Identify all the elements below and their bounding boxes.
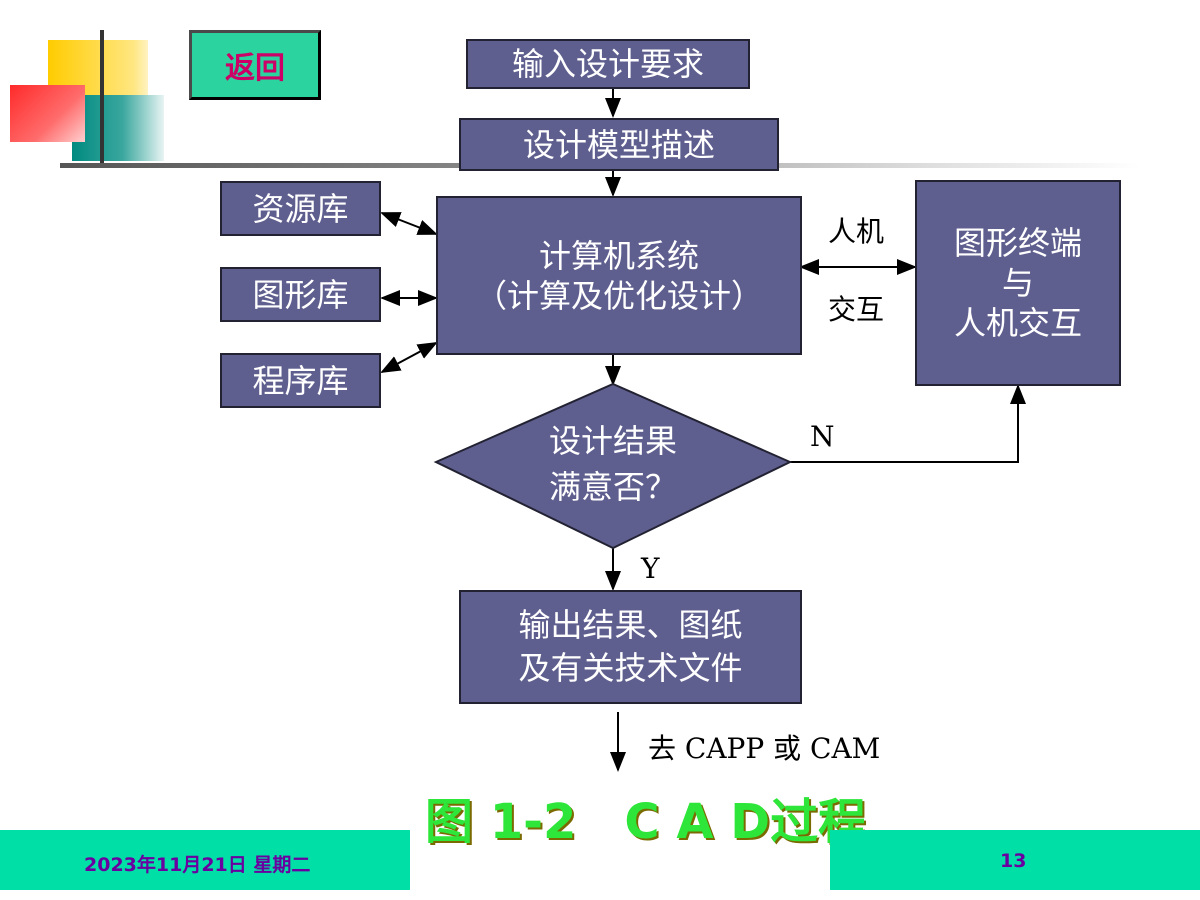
output-line2: 及有关技术文件 — [518, 649, 743, 687]
decision-line2: 满意否？ — [548, 468, 677, 507]
footer-left-bar — [0, 830, 410, 890]
decision-diamond-shape — [433, 382, 793, 550]
back-button[interactable]: 返回 — [189, 30, 321, 100]
arrow-program-computer — [380, 342, 438, 373]
graphics-library-label: 图形库 — [252, 275, 349, 314]
terminal-line3: 人机交互 — [953, 304, 1082, 342]
edge-label-yes: Y — [641, 552, 660, 585]
computer-system-line2: （计算及优化设计） — [474, 276, 763, 315]
terminal-line1: 图形终端 — [953, 224, 1082, 262]
node-model-label: 设计模型描述 — [522, 125, 715, 164]
footer-page-number: 13 — [1000, 850, 1027, 872]
logo-vertical-line — [100, 30, 104, 168]
node-decision-text: 设计结果 满意否？ — [500, 418, 726, 518]
node-input-label: 输入设计要求 — [511, 45, 704, 83]
node-computer-system: 计算机系统 （计算及优化设计） — [436, 196, 802, 355]
edge-label-hci-bottom: 交互 — [828, 293, 885, 326]
output-line1: 输出结果、图纸 — [518, 605, 743, 644]
node-resource-library: 资源库 — [220, 181, 381, 236]
node-output-results: 输出结果、图纸 及有关技术文件 — [459, 590, 802, 704]
logo-red-square — [10, 85, 85, 142]
node-graphics-library: 图形库 — [220, 267, 381, 322]
node-graphics-terminal: 图形终端 与 人机交互 — [915, 180, 1121, 386]
edge-label-next: 去 CAPP 或 CAM — [648, 732, 881, 765]
edge-label-hci-top: 人机 — [828, 215, 885, 248]
resource-library-label: 资源库 — [252, 189, 349, 228]
program-library-label: 程序库 — [252, 361, 349, 400]
node-input-requirements: 输入设计要求 — [466, 39, 750, 89]
arrow-resource-computer — [380, 212, 438, 235]
computer-system-line1: 计算机系统 — [538, 236, 699, 275]
footer-right-bar — [830, 830, 1200, 890]
decision-line1: 设计结果 — [548, 422, 677, 460]
arrow-decision-no-to-terminal — [790, 384, 1026, 463]
edge-label-no: N — [810, 420, 835, 453]
footer-date: 2023年11月21日 星期二 — [84, 854, 311, 876]
terminal-line2: 与 — [1001, 264, 1034, 302]
node-model-description: 设计模型描述 — [459, 118, 779, 171]
figure-title: 图 1-2 C A D过程 — [425, 794, 867, 850]
node-program-library: 程序库 — [220, 353, 381, 408]
logo-teal-square — [72, 95, 164, 161]
